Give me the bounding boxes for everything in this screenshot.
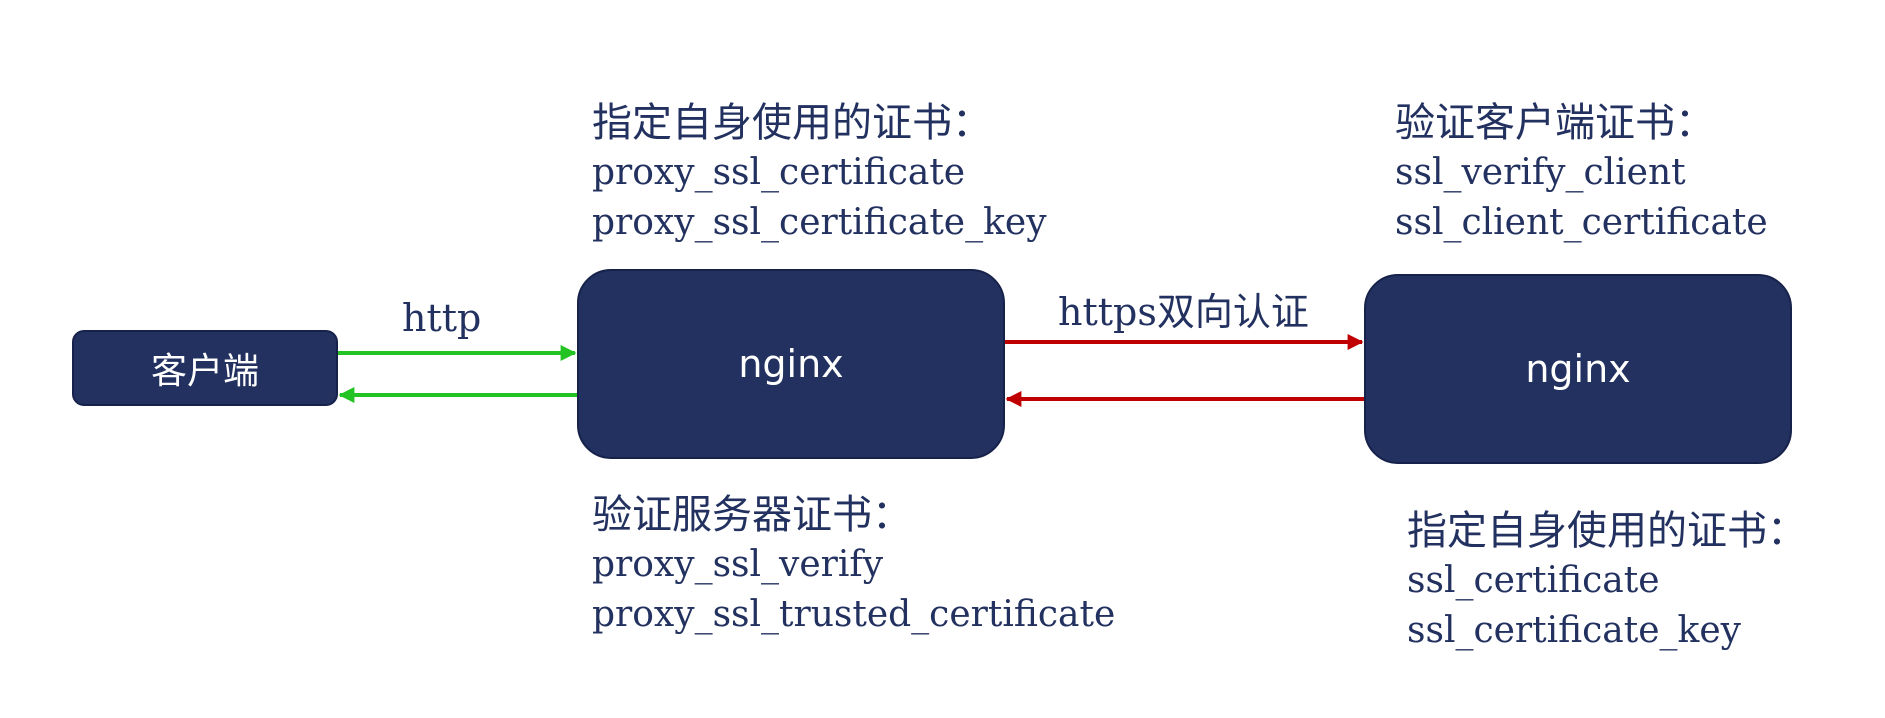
proxy-cert-directive: proxy_ssl_certificate [592, 152, 966, 193]
server-cert-annotation: 指定自身使用的证书： ssl_certificate ssl_certifica… [1407, 506, 1807, 656]
verify-client-directive: ssl_verify_client [1395, 152, 1686, 193]
server-verify-heading: 验证客户端证书： [1395, 100, 1715, 146]
https-edge-label-cjk: 双向认证 [1156, 290, 1309, 334]
nginx-server-node: nginx [1364, 274, 1792, 464]
ssl-cert-directive: ssl_certificate [1407, 560, 1660, 601]
proxy-verify-directive: proxy_ssl_verify [592, 544, 884, 585]
proxy-cert-annotation: 指定自身使用的证书： proxy_ssl_certificate proxy_s… [592, 98, 1047, 248]
proxy-cert-key-directive: proxy_ssl_certificate_key [592, 202, 1047, 243]
https-edge-label: https双向认证 [1058, 281, 1309, 336]
proxy-trusted-cert-directive: proxy_ssl_trusted_certificate [592, 594, 1116, 635]
nginx-proxy-node-label: nginx [738, 342, 844, 386]
http-edge-label: http [402, 296, 482, 340]
proxy-verify-heading: 验证服务器证书： [592, 492, 912, 538]
client-cert-directive: ssl_client_certificate [1395, 202, 1768, 243]
proxy-verify-annotation: 验证服务器证书： proxy_ssl_verify proxy_ssl_trus… [592, 490, 1115, 640]
server-cert-heading: 指定自身使用的证书： [1407, 508, 1807, 554]
nginx-proxy-node: nginx [577, 269, 1005, 459]
ssl-cert-key-directive: ssl_certificate_key [1407, 610, 1741, 651]
https-edge-label-latin: https [1058, 290, 1157, 334]
nginx-server-node-label: nginx [1525, 347, 1631, 391]
client-node: 客户端 [72, 330, 338, 406]
client-node-label: 客户端 [150, 351, 259, 392]
server-verify-annotation: 验证客户端证书： ssl_verify_client ssl_client_ce… [1395, 98, 1768, 248]
proxy-cert-heading: 指定自身使用的证书： [592, 100, 992, 146]
